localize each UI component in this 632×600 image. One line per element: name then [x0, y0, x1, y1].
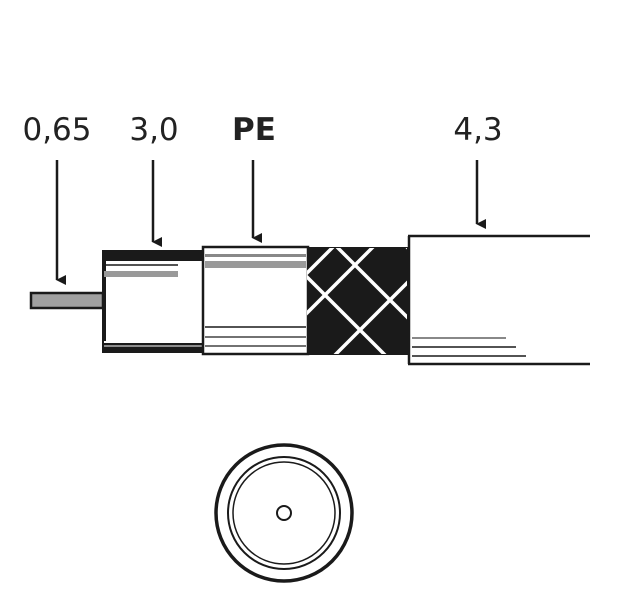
arrows	[55, 160, 486, 285]
label-inner-conductor: 0,65	[22, 112, 91, 148]
inner-conductor	[29, 291, 105, 310]
pe-insulation-segment	[201, 245, 310, 356]
outer-jacket	[407, 234, 590, 366]
label-insulation: PE	[232, 112, 276, 148]
cable-cross-section	[214, 443, 354, 583]
dielectric-segment	[102, 250, 204, 353]
label-outer-diameter: 4,3	[453, 112, 502, 148]
label-dielectric: 3,0	[129, 112, 178, 148]
braided-shield-segment	[307, 247, 408, 355]
